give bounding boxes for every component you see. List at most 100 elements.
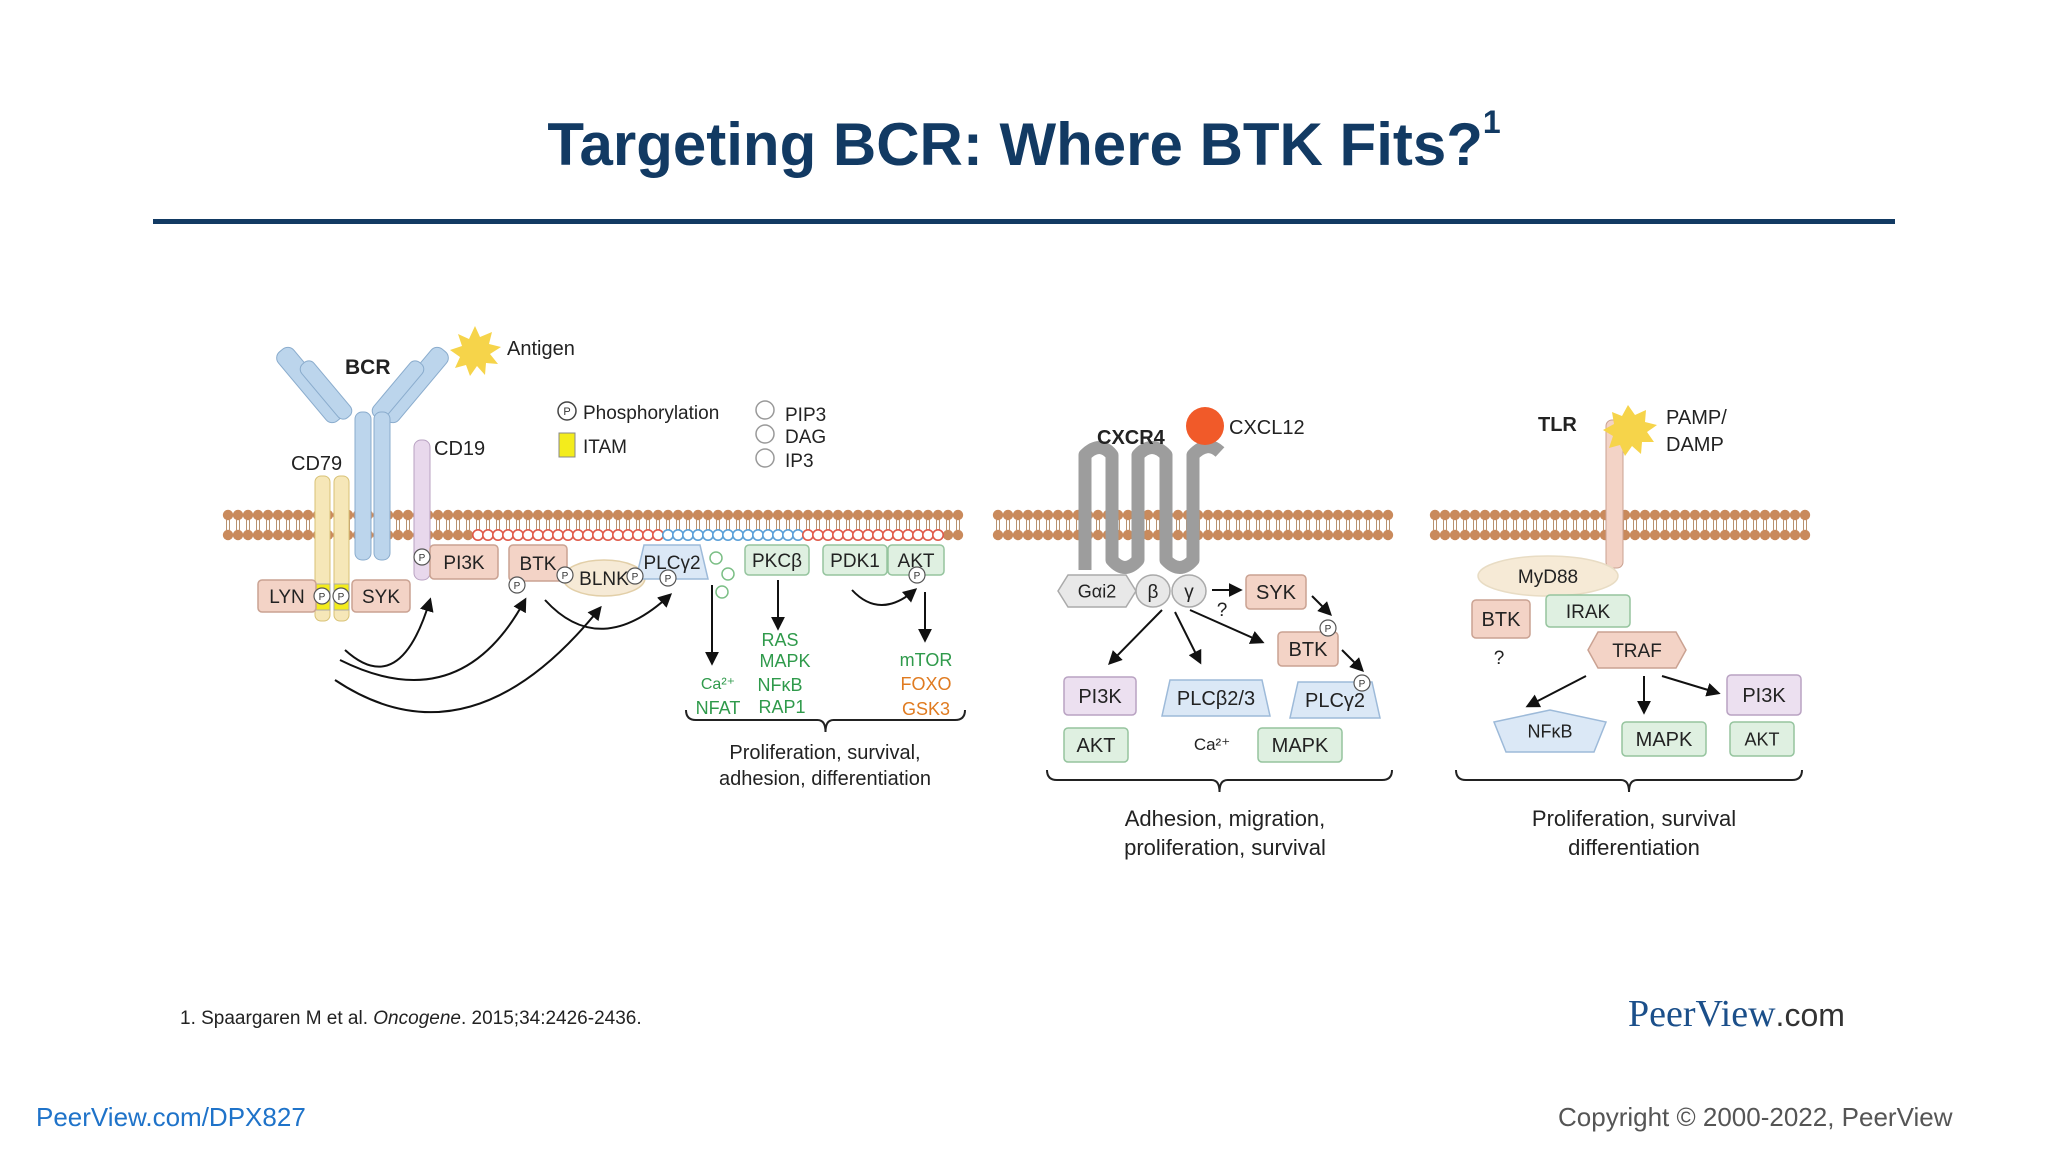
pkcb-node: PKCβ: [744, 544, 810, 576]
slide-title: Targeting BCR: Where BTK Fits?1: [547, 104, 1501, 178]
tlr-nfkb-node-label: NFκB: [1528, 721, 1573, 741]
tlr-label: TLR: [1538, 414, 1577, 436]
dag-legend-icon: [755, 424, 775, 444]
signal-arrow: [544, 593, 673, 630]
cxcr4-ca: Ca²⁺: [1194, 735, 1230, 754]
blnk-node: BLNK: [562, 559, 646, 597]
tlr-btk-node: BTK: [1471, 599, 1531, 639]
svg-text:P: P: [632, 572, 639, 583]
tlr-outcome-line2: differentiation: [1568, 835, 1700, 860]
myd88-node-label: MyD88: [1518, 567, 1578, 588]
plcg2-node: PLCγ2: [635, 544, 709, 580]
beta-node: β: [1135, 574, 1171, 608]
title-reference-marker: 1: [1482, 104, 1501, 140]
pdk1-node-label: PDK1: [830, 551, 880, 572]
cx-syk-node-label: SYK: [1256, 582, 1297, 604]
signal-arrow: [1661, 675, 1721, 697]
blnk-node-label: BLNK: [579, 569, 629, 590]
phosphorylation-icon: P: [659, 569, 677, 587]
gai2-node: Gαi2: [1057, 574, 1137, 608]
label-layer: Ca²⁺NFATRASMAPKNFκBRAP1mTORFOXOGSK3Proli…: [696, 600, 1736, 860]
legend-dag: DAG: [785, 427, 826, 448]
svg-text:P: P: [914, 571, 921, 582]
gamma-node: γ: [1171, 574, 1207, 608]
ras-output: RAS: [761, 630, 798, 650]
rap1-output: RAP1: [758, 697, 805, 717]
cxcr4-outcome-line1: Adhesion, migration,: [1125, 806, 1326, 831]
tlr-btk-node-label: BTK: [1482, 609, 1522, 631]
mapk-output: MAPK: [759, 651, 810, 671]
syk-node-label: SYK: [362, 587, 400, 608]
cx-plcg2-node: PLCγ2: [1289, 681, 1381, 719]
cx-btk-node: BTK: [1277, 631, 1339, 667]
gsk3-output: GSK3: [902, 699, 950, 719]
cx-btk-node-label: BTK: [1289, 639, 1329, 661]
btk-node: BTK: [508, 544, 568, 582]
course-link[interactable]: PeerView.com/DPX827: [36, 1102, 306, 1132]
phosphorylation-legend-icon: [557, 401, 577, 421]
second-messenger-icon: [709, 551, 723, 565]
signal-arrow: [1525, 675, 1587, 708]
signal-arrow: [1174, 611, 1202, 665]
phosphorylation-icon: P: [1319, 619, 1337, 637]
phosphorylation-icon: P: [908, 566, 926, 584]
bcr-receptor: [276, 346, 449, 561]
irak-node-label: IRAK: [1566, 602, 1611, 623]
syk-node: SYK: [351, 579, 411, 613]
tlr-mapk-node-label: MAPK: [1636, 729, 1693, 751]
phosphorylation-icon: P: [508, 576, 526, 594]
signal-arrow: [1108, 609, 1163, 665]
traf-node-label: TRAF: [1612, 641, 1662, 662]
nfkb-output: NFκB: [758, 675, 803, 695]
itam-legend-icon: [558, 432, 576, 458]
phosphorylation-icon: P: [1353, 674, 1371, 692]
pi3k-node-label: PI3K: [443, 553, 485, 574]
plcb-node-label: PLCβ2/3: [1177, 688, 1255, 710]
brace-layer: [685, 709, 1803, 793]
cd79-label: CD79: [291, 453, 342, 475]
irak-node: IRAK: [1545, 594, 1631, 628]
signal-arrow: [344, 597, 434, 668]
cxcr4-label: CXCR4: [1097, 427, 1166, 449]
signal-arrow: [1311, 595, 1332, 616]
bcr-membrane: [222, 509, 964, 541]
gamma-node-label: γ: [1184, 582, 1194, 603]
plcb-node: PLCβ2/3: [1161, 679, 1271, 717]
legend-ip3: IP3: [785, 451, 814, 472]
foxo-output: FOXO: [900, 674, 951, 694]
peerview-logo: PeerView.com: [1628, 993, 1845, 1035]
legend-pip3: PIP3: [785, 405, 826, 426]
bcr-outcome-line2: adhesion, differentiation: [719, 768, 931, 790]
signal-arrow: [339, 597, 527, 681]
pdk1-node: PDK1: [822, 544, 888, 576]
svg-text:P: P: [665, 574, 672, 585]
pi3k-node: PI3K: [429, 544, 499, 580]
tlr-outcome-line1: Proliferation, survival: [1532, 806, 1736, 831]
cxcl12-ligand: [1186, 407, 1224, 445]
btk-node-label: BTK: [520, 554, 557, 575]
antigen-icon: [450, 326, 501, 376]
tlr-outcome-brace: [1455, 769, 1803, 793]
cx-akt-node-label: AKT: [1077, 735, 1116, 757]
bcr-label: BCR: [345, 356, 391, 379]
mtor-output: mTOR: [900, 650, 953, 670]
nfat-output: NFAT: [696, 698, 741, 718]
bcr-outcome-brace: [685, 709, 966, 733]
svg-text:P: P: [563, 406, 570, 418]
antigen-label: Antigen: [507, 338, 575, 360]
cx-akt-node: AKT: [1063, 727, 1129, 763]
phosphorylation-icon: P: [332, 587, 350, 605]
legend-phosphorylation: Phosphorylation: [583, 403, 719, 424]
cx-mapk-node: MAPK: [1257, 727, 1343, 763]
pamp-icon: [1603, 405, 1657, 456]
tlr-pi3k-node-label: PI3K: [1742, 685, 1786, 707]
lyn-node: LYN: [257, 579, 317, 613]
cxcl12-label: CXCL12: [1229, 417, 1305, 439]
tlr-pi3k-node: PI3K: [1726, 674, 1802, 716]
plcg2-node-label: PLCγ2: [643, 553, 700, 574]
pamp-label-line1: PAMP/: [1666, 407, 1727, 429]
tlr-panel: TLR PAMP/ DAMP: [1538, 405, 1727, 569]
